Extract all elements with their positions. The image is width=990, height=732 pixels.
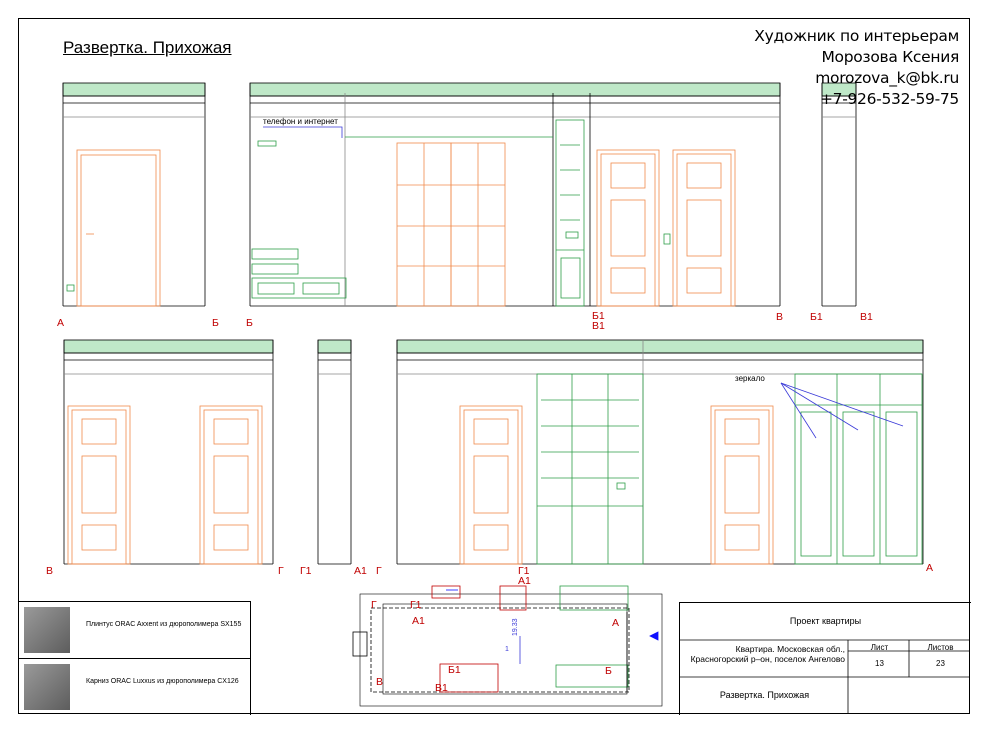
label-bottom-g2: Г xyxy=(376,565,382,577)
plan-dimension: 19.33 xyxy=(512,618,519,636)
label-bottom-a1: А1 xyxy=(354,565,367,577)
stamp-sheet-number: 13 xyxy=(875,659,884,668)
legend-row-plinth: Плинтус ORAC Axxent из дюрополимера SX15… xyxy=(18,602,250,658)
elevation-a-b xyxy=(62,82,206,307)
materials-legend: Плинтус ORAC Axxent из дюрополимера SX15… xyxy=(18,601,251,715)
label-bottom-a: А xyxy=(926,562,934,574)
sheet-frame xyxy=(18,18,970,714)
stamp-sheets-header: Листов xyxy=(927,643,954,652)
stamp-sheet-name: Развертка. Прихожая xyxy=(719,690,810,700)
elevation-g-a xyxy=(396,339,924,565)
cornice-profile-icon xyxy=(24,664,70,710)
label-top-b2: Б xyxy=(246,317,253,329)
stamp-sheet-header: Лист xyxy=(870,643,889,652)
label-top-v1: В1 xyxy=(592,320,605,332)
label-top-b: Б xyxy=(212,317,219,329)
plan-index: 1 xyxy=(505,646,509,653)
phone-internet-note: телефон и интернет xyxy=(263,117,338,126)
label-bottom-a1-2: А1 xyxy=(518,575,531,587)
plan-label-b: Б xyxy=(605,665,612,677)
elevation-g1-a1 xyxy=(317,339,352,565)
plan-label-a1: А1 xyxy=(412,615,425,627)
title-block: Проект квартиры Квартира. Московская обл… xyxy=(679,602,971,715)
label-top-a: А xyxy=(57,317,65,329)
elevation-v-g xyxy=(63,339,274,565)
legend-plinth-text: Плинтус ORAC Axxent из дюрополимера SX15… xyxy=(86,621,242,628)
author-name: Морозова Ксения xyxy=(821,48,959,66)
label-top-b1-2: Б1 xyxy=(810,311,823,323)
author-block: Художник по интерьерам Морозова Ксения m… xyxy=(754,26,959,110)
stamp-grid xyxy=(679,639,970,714)
stamp-sheets-total: 23 xyxy=(936,659,945,668)
mirror-note: зеркало xyxy=(735,374,765,383)
label-bottom-v: В xyxy=(46,565,54,577)
elevation-b-v xyxy=(249,82,781,307)
label-top-v: В xyxy=(776,311,784,323)
plan-label-a: А xyxy=(612,617,620,629)
plan-label-g1: Г1 xyxy=(410,599,422,611)
stamp-object: Квартира. Московская обл., Красногорский… xyxy=(690,644,845,664)
plan-label-g: Г xyxy=(371,599,377,611)
label-top-b1: Б1 xyxy=(592,310,605,322)
label-top-v1-2: В1 xyxy=(860,311,873,323)
legend-row-cornice: Карниз ORAC Luxxus из дюрополимера CX126 xyxy=(18,658,250,715)
label-bottom-g: Г xyxy=(278,565,284,577)
plan-label-b1: Б1 xyxy=(448,664,461,676)
author-phone[interactable]: +7-926-532-59-75 xyxy=(819,90,959,108)
plan-label-v: В xyxy=(376,676,384,688)
legend-cornice-text: Карниз ORAC Luxxus из дюрополимера CX126 xyxy=(86,678,239,685)
elevation-b1-v1 xyxy=(821,82,857,307)
label-bottom-g1: Г1 xyxy=(300,565,312,577)
floor-plan xyxy=(352,585,663,707)
label-bottom-g1-2: Г1 xyxy=(518,565,530,577)
stamp-project: Проект квартиры xyxy=(789,616,862,626)
author-email[interactable]: morozova_k@bk.ru xyxy=(815,69,959,87)
plan-label-v1: В1 xyxy=(435,682,448,694)
sheet-title: Развертка. Прихожая xyxy=(63,38,232,57)
author-role: Художник по интерьерам xyxy=(754,27,959,45)
plinth-profile-icon xyxy=(24,607,70,653)
